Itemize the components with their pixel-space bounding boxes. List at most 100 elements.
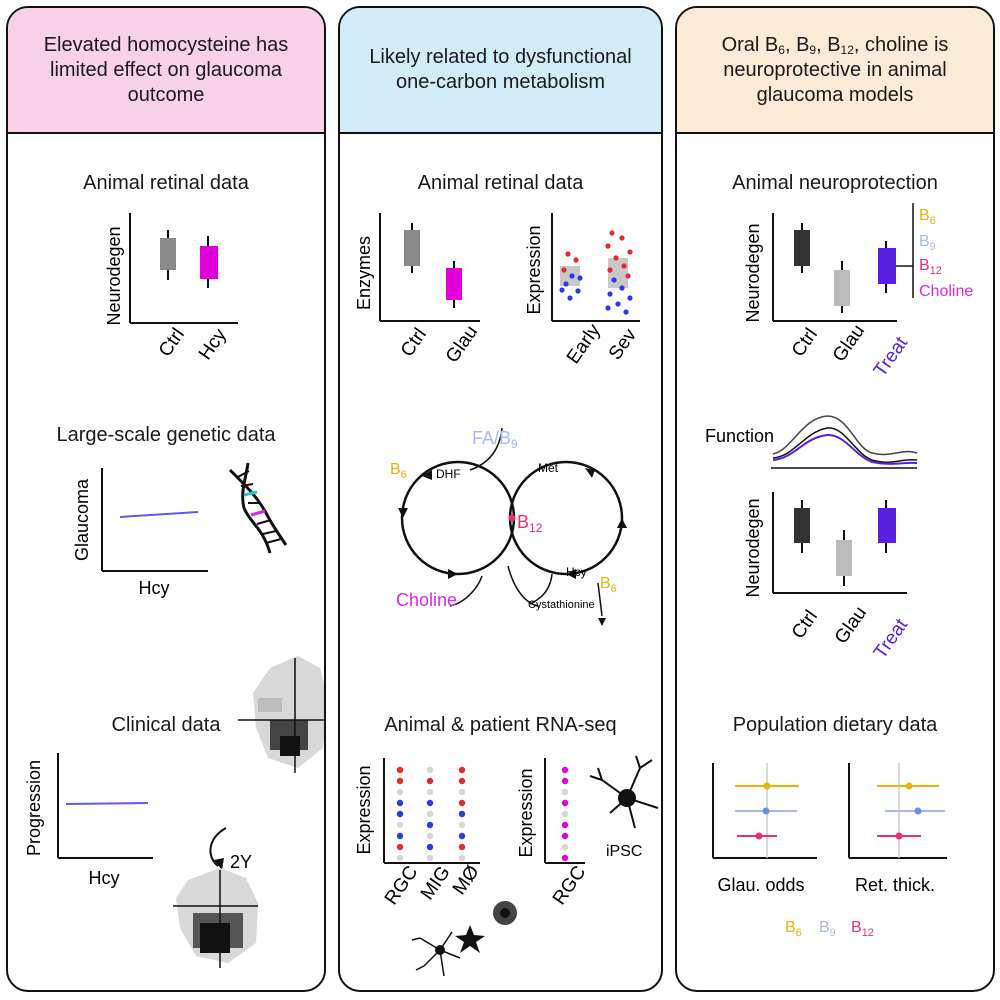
expression-point [458,843,466,851]
clinical-chart: Progression Hcy [24,753,153,888]
tick-label: Early [563,320,605,368]
section-title: Clinical data [111,714,221,736]
forest-plot-odds: Glau. odds [712,763,817,895]
panel-homocysteine: Elevated homocysteine has limited effect… [6,6,326,992]
label-hcy: Hcy [566,565,587,579]
microglia-icon [411,931,461,977]
scatter-point [627,295,633,301]
expression-point [458,777,466,785]
tick-label: MØ [449,862,484,899]
scatter-point [625,273,631,279]
tick-label-ctrl: Ctrl [155,325,189,361]
section-title: Animal retinal data [83,172,249,194]
expression-point [561,832,569,840]
tick-label: Ctrl [397,325,431,361]
tick-label: Sev [605,325,641,364]
panel-header-text: Elevated homocysteine has limited effect… [43,33,289,106]
legend-b6: B6 [919,207,936,227]
dots-sev [605,230,633,315]
expression-point [458,810,466,818]
expression-point [396,854,404,862]
scatter-point [569,273,575,279]
section-title: Large-scale genetic data [56,424,276,446]
tick-label: Treat [870,332,913,380]
panel-header-text: Likely related to dysfunctional one-carb… [369,46,632,93]
function-traces [771,415,918,469]
expression-point [561,766,569,774]
label-cystathionine: Cystathionine [528,599,595,611]
expression-point [458,821,466,829]
scatter-point [611,277,617,283]
dots-early [559,251,583,301]
section-title: Animal neuroprotection [732,172,938,194]
visual-field-bottom [173,868,258,968]
scatter-point [627,249,633,255]
tick-label-hcy: Hcy [195,325,231,364]
legend-choline: Choline [919,283,973,300]
label-b12: B12 [517,512,543,535]
tick-label: Glau [442,322,482,367]
rnaseq-dots [396,766,466,862]
enzymes-chart: Enzymes Ctrl Glau [354,213,482,367]
tick-label: RGC [549,862,590,909]
expression-point [561,799,569,807]
scatter-point [621,263,627,269]
scatter-point [623,309,629,315]
label-dhf: DHF [436,467,461,481]
panel-3-graphics: Neurodegen Ctrl Glau Treat B6 B9 B12 Cho… [705,203,973,939]
tick-label: Glau [831,603,871,648]
legend-b12: B12 [919,257,942,277]
scatter-point [605,243,611,249]
neuroprotection-chart: Neurodegen Ctrl Glau Treat B6 B9 B12 Cho… [743,203,973,381]
scatter-point [607,291,613,297]
label-choline: Choline [396,590,457,610]
expression-point [458,788,466,796]
box-ctrl [160,230,176,280]
scatter-point [561,267,567,273]
scatter-point [565,251,571,257]
expression-point [396,788,404,796]
scatter-point [619,235,625,241]
genetic-chart: Glaucoma Hcy [72,468,208,598]
neurodegen-chart-2: Neurodegen Ctrl Glau Treat [743,492,913,663]
expression-point [396,832,404,840]
expression-point [396,821,404,829]
star-cell-icon [455,925,485,953]
expression-point [396,843,404,851]
axis-xlabel: Glau. odds [717,875,804,895]
expression-point [426,854,434,862]
scatter-point [609,230,615,236]
macrophage-icon [493,901,517,925]
scatter-point [567,295,573,301]
forest-legend: B6 B9 B12 [785,919,874,939]
panel-1-graphics: Neurodegen Ctrl Hcy Glaucoma Hcy [24,213,324,968]
section-title: Animal retinal data [417,172,584,194]
scatter-point [615,301,621,307]
axis-ylabel: Neurodegen [743,498,763,597]
axis-ylabel: Neurodegen [743,223,763,322]
expression-scatter: Expression Early Sev [524,213,641,368]
cell-label-ipsc: iPSC [606,843,642,860]
section-title: Animal & patient RNA-seq [384,714,617,736]
label-b6-right: B6 [600,575,617,595]
expression-point [426,821,434,829]
label-met: Met [538,461,559,475]
tick-label: RGC [381,862,422,909]
tick-label: Glau [829,321,869,366]
axis-ylabel: Enzymes [354,236,374,310]
tick-label: MIG [417,862,455,903]
tick-label: Ctrl [788,325,822,361]
expression-point [561,843,569,851]
scatter-point [619,285,625,291]
dna-icon [228,462,288,554]
panel-2-graphics: Enzymes Ctrl Glau Expression Early Sev [354,213,659,977]
axis-ylabel: Expression [524,225,544,314]
expression-point [396,766,404,774]
tick-label: Ctrl [788,607,822,643]
neuron-icon [589,755,659,829]
axis-ylabel: Neurodegen [104,226,124,325]
expression-point [426,766,434,774]
axis-xlabel: Hcy [89,868,120,888]
panel-one-carbon: Likely related to dysfunctional one-carb… [338,6,663,992]
